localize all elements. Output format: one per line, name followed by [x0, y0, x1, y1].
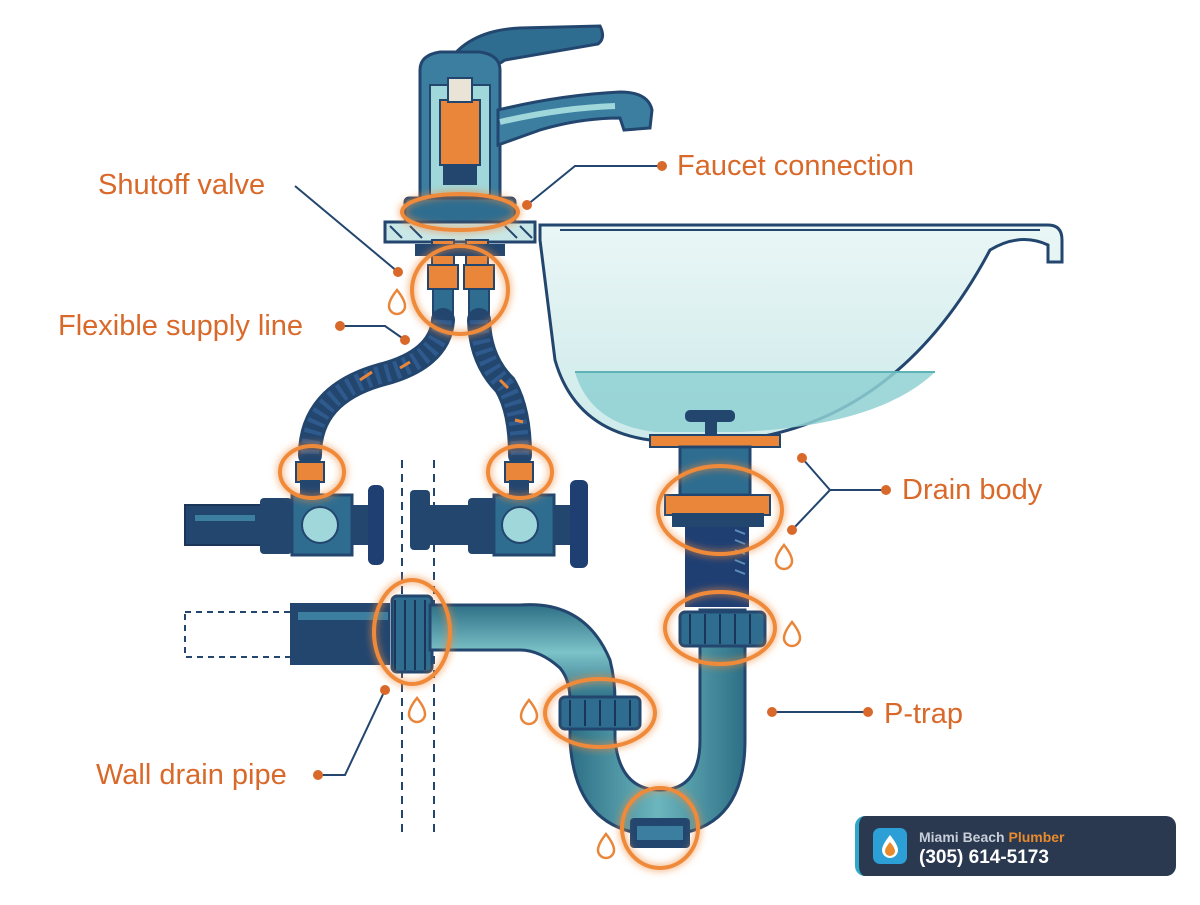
drop-icons [387, 287, 802, 860]
water-drop-icon [782, 619, 802, 648]
faucet [403, 24, 654, 266]
flexible-supply-lines [298, 308, 532, 467]
water-drop-icon [407, 695, 427, 724]
company-name: Miami Beach Plumber [919, 829, 1065, 845]
sink-basin [538, 223, 1064, 442]
phone-number: (305) 614-5173 [919, 847, 1049, 868]
wall-drain-pipe [184, 594, 434, 674]
label-flexible-supply-line: Flexible supply line [58, 310, 304, 342]
company-name-prefix: Miami Beach [919, 829, 1009, 845]
water-drop-logo-icon [873, 828, 907, 864]
water-drop-icon [519, 697, 539, 726]
leak-highlights [278, 192, 784, 870]
label-shutoff-valve: Shutoff valve [98, 169, 266, 201]
p-trap [428, 603, 767, 848]
label-drain-body: Drain body [902, 474, 1043, 506]
water-drop-icon [387, 287, 407, 316]
label-wall-drain-pipe: Wall drain pipe [96, 759, 287, 791]
left-shutoff-valve [184, 461, 384, 565]
drain-body [649, 410, 781, 607]
water-drop-icon [774, 542, 794, 571]
label-p-trap: P-trap [884, 698, 963, 730]
leader-lines [294, 165, 886, 776]
leader-dots [313, 161, 891, 780]
label-faucet-connection: Faucet connection [677, 150, 914, 182]
right-shutoff-valve [410, 461, 588, 568]
company-badge: Miami Beach Plumber (305) 614-5173 [855, 816, 1176, 876]
company-name-accent: Plumber [1008, 829, 1065, 845]
water-drop-icon [596, 831, 616, 860]
